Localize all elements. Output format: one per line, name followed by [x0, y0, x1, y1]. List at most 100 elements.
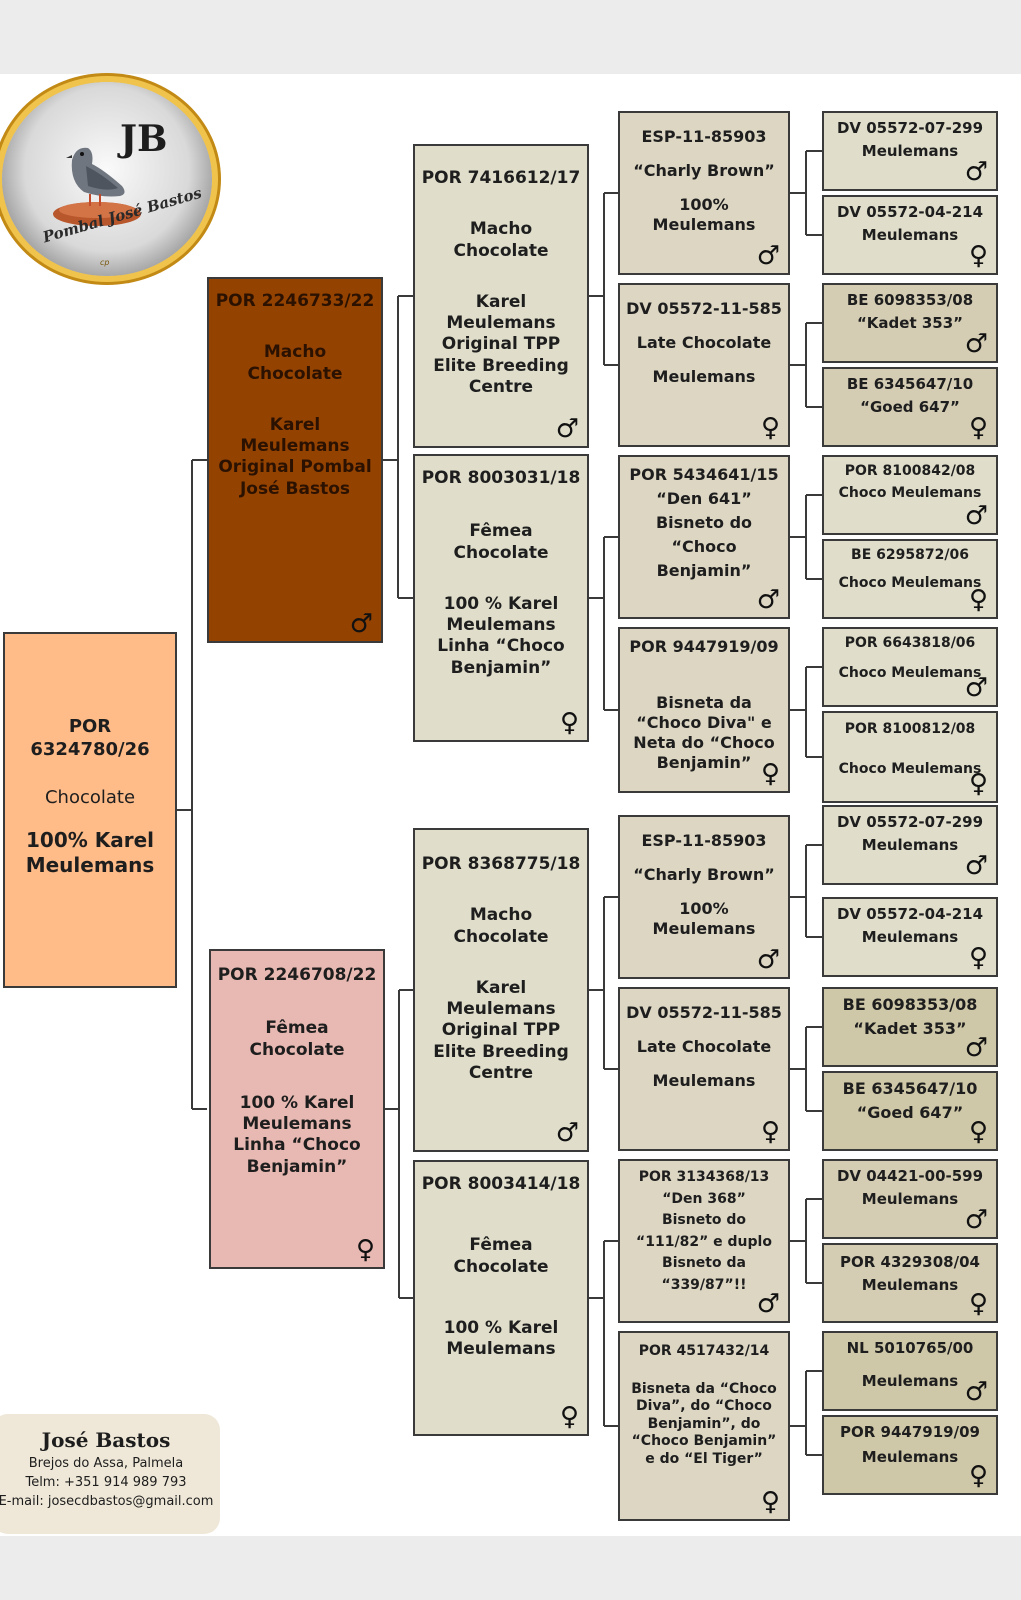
connector-line: [399, 1297, 413, 1299]
bird-info-line: “Den 368”: [662, 1190, 746, 1207]
logo-initials: JB: [120, 118, 168, 160]
bird-info-line: Meulemans: [861, 1275, 959, 1294]
ring-number: BE 6345647/10: [846, 375, 974, 393]
ring-number: ESP-11-85903: [641, 127, 767, 146]
bird-info-line: Meulemans: [861, 1447, 959, 1466]
bird-info-line: Late Chocolate: [636, 1037, 772, 1056]
bird-info-line: Meulemans: [652, 1071, 756, 1090]
contact-name: José Bastos: [41, 1428, 171, 1452]
bird-info-line: “Kadet 353”: [856, 313, 964, 332]
bird-info-line: 100% Karel Meulemans: [25, 827, 155, 877]
connector-line: [790, 896, 806, 898]
bird-box-ssds: BE 6098353/08“Kadet 353”♂: [822, 283, 998, 363]
connector-line: [805, 323, 807, 407]
ring-number: POR 5434641/15: [629, 465, 779, 484]
contact-phone: Telm: +351 914 989 793: [25, 1475, 187, 1490]
ring-number: POR 2246708/22: [217, 965, 377, 985]
bird-info-line: Choco Meulemans: [838, 484, 982, 501]
connector-line: [603, 193, 605, 365]
male-symbol-icon: ♂: [964, 1033, 988, 1063]
bird-info-line: Meulemans: [861, 1371, 959, 1390]
connector-line: [398, 295, 413, 297]
connector-line: [192, 459, 207, 461]
connector-line: [604, 1425, 618, 1427]
connector-line: [790, 1068, 806, 1070]
ring-number: BE 6295872/06: [851, 547, 969, 563]
bird-info-line: Fêmea Chocolate: [453, 521, 549, 563]
connector-line: [397, 296, 399, 598]
connector-line: [603, 537, 605, 710]
ring-number: BE 6098353/08: [842, 995, 978, 1014]
male-symbol-icon: ♂: [964, 329, 988, 359]
ring-number: POR 8003414/18: [421, 1174, 581, 1194]
connector-line: [806, 1454, 822, 1456]
bird-info-line: Meulemans: [861, 225, 959, 244]
connector-line: [806, 844, 822, 846]
bird-info-line: “Charly Brown”: [633, 865, 775, 884]
connector-line: [604, 709, 618, 711]
male-symbol-icon: ♂: [756, 1289, 780, 1319]
connector-line: [385, 1108, 399, 1110]
connector-line: [806, 756, 822, 758]
ring-number: DV 04421-00-599: [836, 1167, 984, 1185]
male-symbol-icon: ♂: [964, 851, 988, 881]
bird-info-line: Linha “Choco Benjamin”: [233, 1135, 361, 1177]
female-symbol-icon: ♀: [760, 759, 780, 789]
connector-line: [806, 1282, 822, 1284]
bird-info-line: Meulemans: [861, 835, 959, 854]
connector-line: [805, 1027, 807, 1111]
ring-number: POR 6643818/06: [844, 635, 976, 651]
connector-line: [805, 667, 807, 757]
bird-info-line: 100 % Karel Meulemans: [239, 1092, 355, 1134]
logo-mark: cp: [100, 258, 110, 267]
connector-line: [603, 897, 605, 1069]
connector-line: [604, 536, 618, 538]
bird-box-ssdd: BE 6345647/10“Goed 647”♀: [822, 367, 998, 447]
ring-number: DV 05572-07-299: [836, 119, 984, 137]
bird-info-line: Meulemans: [861, 1189, 959, 1208]
ring-number: POR 9447919/09: [840, 1423, 980, 1441]
connector-line: [604, 364, 618, 366]
connector-line: [806, 666, 822, 668]
connector-line: [806, 1198, 822, 1200]
female-symbol-icon: ♀: [968, 1461, 988, 1491]
bird-info-line: Original TPP Elite Breeding Centre: [433, 1020, 569, 1083]
contact-address: Brejos do Assa, Palmela: [28, 1456, 184, 1471]
pigeon-icon: [53, 147, 141, 226]
connector-line: [603, 1241, 605, 1426]
bird-info-line: 100% Meulemans: [652, 899, 756, 938]
connector-line: [191, 460, 193, 1109]
bird-info-line: Meulemans: [861, 927, 959, 946]
ring-number: DV 05572-07-299: [836, 813, 984, 831]
ring-number: BE 6345647/10: [842, 1079, 978, 1098]
bird-info-line: “Goed 647”: [856, 1103, 964, 1122]
ring-number: POR 3134368/13: [638, 1169, 770, 1185]
connector-line: [398, 597, 413, 599]
bird-info-line: Bisneta da “Choco Diva”, do “Choco Benja…: [631, 1380, 777, 1467]
connector-line: [177, 809, 192, 811]
connector-line: [589, 295, 604, 297]
bird-info-line: Choco Meulemans: [838, 760, 982, 777]
male-symbol-icon: ♂: [964, 1377, 988, 1407]
bird-box-sss: ESP-11-85903“Charly Brown”100% Meulemans…: [618, 111, 790, 275]
connector-line: [790, 536, 806, 538]
bird-info-line: Meulemans: [652, 367, 756, 386]
bird-info-line: Karel Meulemans: [446, 977, 556, 1019]
female-symbol-icon: ♀: [968, 1117, 988, 1147]
female-symbol-icon: ♀: [968, 241, 988, 271]
bird-info-line: Bisneto do: [661, 1212, 747, 1228]
